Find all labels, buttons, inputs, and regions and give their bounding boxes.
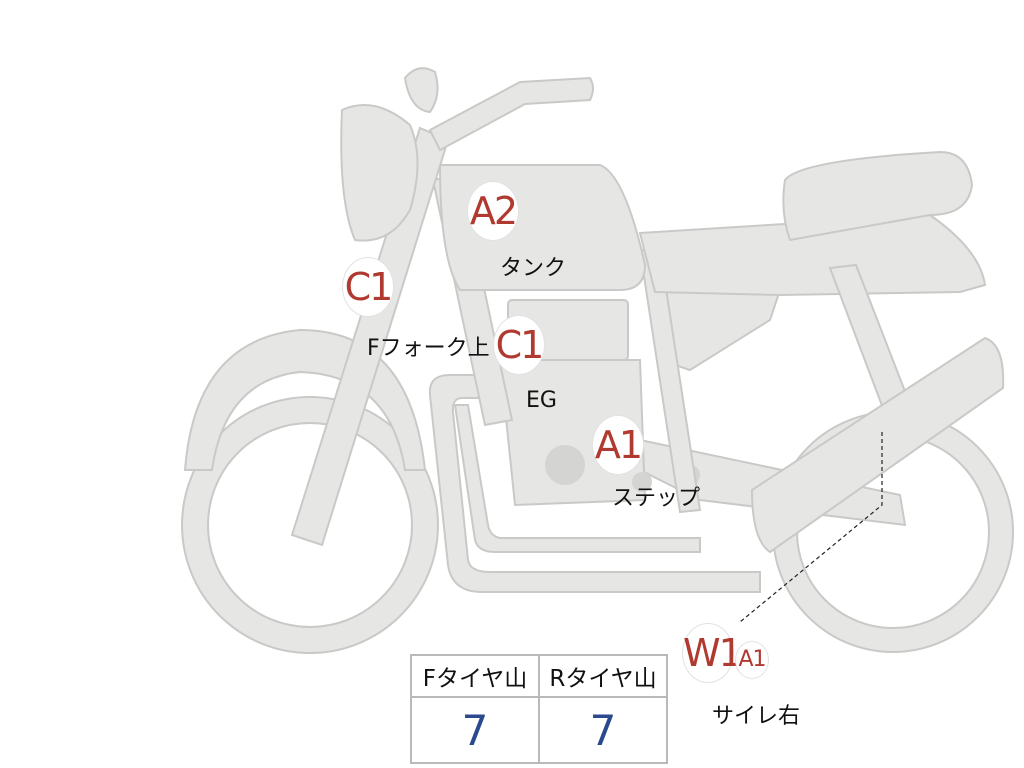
marker-step-label: ステップ bbox=[612, 486, 701, 511]
rear-tire-value: 7 bbox=[538, 696, 668, 764]
front-tire-header: Fタイヤ山 bbox=[410, 654, 540, 698]
handlebar bbox=[428, 76, 594, 152]
muffler-leader-line bbox=[739, 432, 883, 623]
front-tire-value: 7 bbox=[410, 696, 540, 764]
marker-tank-label: タンク bbox=[500, 256, 567, 281]
tire-tread-table: Fタイヤ山 Rタイヤ山 7 7 bbox=[410, 654, 668, 764]
front-wheel bbox=[182, 397, 438, 653]
seat bbox=[638, 213, 987, 297]
marker-muffler-code[interactable]: W1 bbox=[683, 624, 743, 682]
marker-fork-label: Fフォーク上 bbox=[367, 336, 490, 361]
rear-tire-header: Rタイヤ山 bbox=[538, 654, 668, 698]
headlight bbox=[340, 104, 419, 242]
marker-tank-code[interactable]: A2 bbox=[468, 182, 518, 240]
marker-muffler-label: サイレ右 bbox=[712, 704, 801, 729]
marker-engine-label: EG bbox=[526, 388, 557, 413]
marker-step-code[interactable]: A1 bbox=[593, 416, 643, 474]
exhaust-pipe bbox=[428, 374, 761, 593]
marker-engine-code[interactable]: C1 bbox=[494, 316, 544, 374]
muffler bbox=[750, 336, 1005, 554]
marker-fork-code[interactable]: C1 bbox=[343, 258, 393, 316]
marker-muffler-extra[interactable]: A1 bbox=[736, 642, 768, 678]
